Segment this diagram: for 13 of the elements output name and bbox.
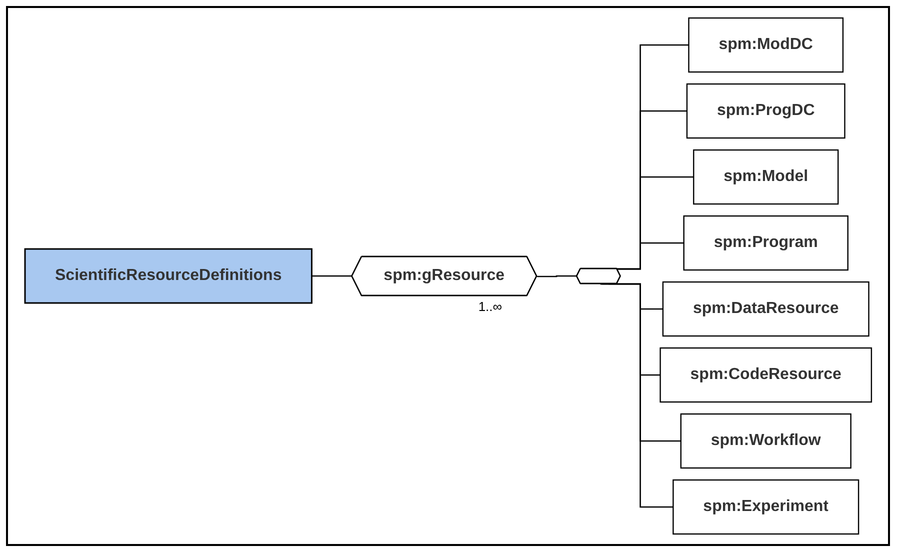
connector [600, 283, 674, 508]
node-box: spm:ModDC [688, 17, 844, 73]
node-box: spm:Workflow [680, 413, 852, 469]
node-box: spm:ProgDC [686, 83, 846, 139]
node-box: spm:Program [683, 215, 848, 271]
node-box: spm:CodeResource [659, 347, 872, 403]
connector [312, 275, 353, 278]
connector [536, 275, 578, 278]
node-box: spm:DataResource [662, 281, 870, 337]
node-box: ScientificResourceDefinitions [24, 248, 312, 304]
occurrence-label: 1..∞ [478, 299, 502, 314]
node-box: spm:Experiment [672, 479, 859, 535]
node-box: spm:Model [692, 149, 838, 205]
